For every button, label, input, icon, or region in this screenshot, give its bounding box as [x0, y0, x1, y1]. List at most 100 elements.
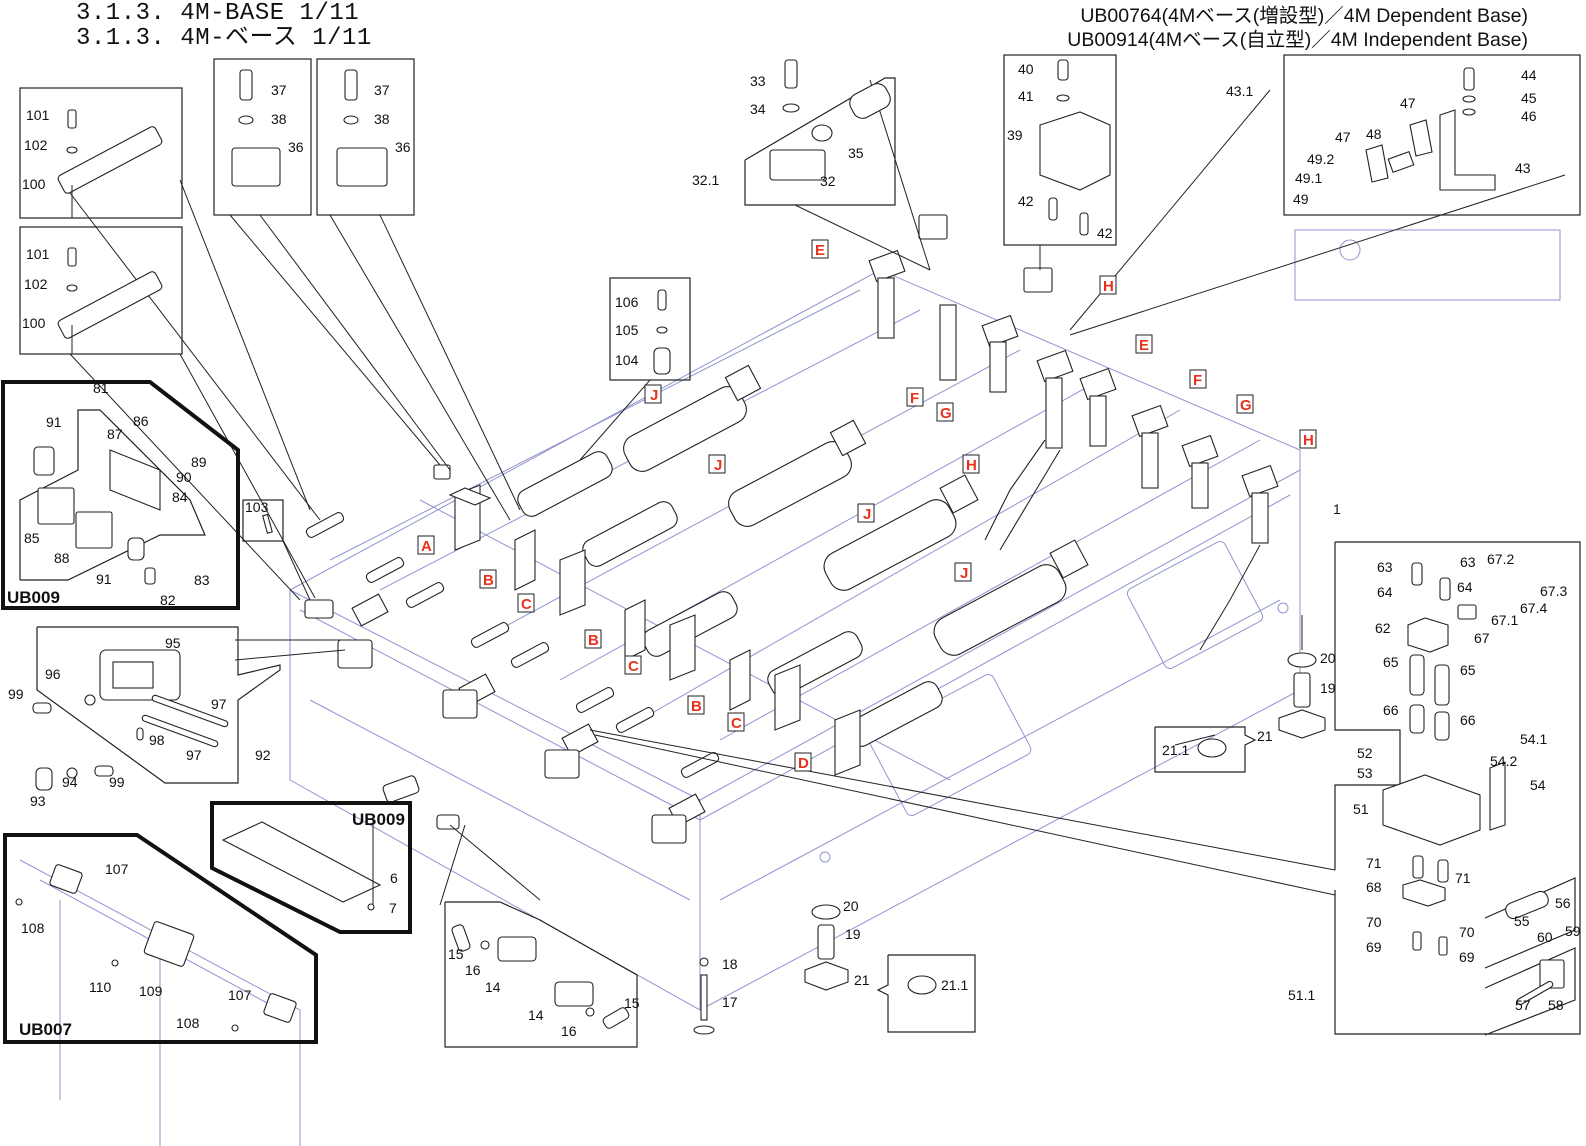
cylinder-small-2	[582, 501, 678, 567]
label-88: 88	[54, 550, 70, 566]
leader-line	[1069, 174, 1566, 336]
part-shape	[657, 289, 667, 311]
tag-letter: F	[910, 390, 919, 407]
cylinder-j-1	[623, 364, 762, 472]
stand-f2	[1131, 404, 1169, 489]
label-102: 102	[24, 276, 48, 292]
part-shape	[141, 714, 219, 748]
model-independent-base: UB00914(4Mベース(自立型)／4M Independent Base)	[1067, 29, 1528, 51]
callout-frame	[1484, 947, 1576, 1036]
part-shape	[1457, 604, 1477, 620]
part-shape	[1039, 111, 1111, 191]
base-outline-line	[1277, 602, 1289, 614]
part-shape	[939, 474, 979, 514]
tag-box	[954, 562, 972, 582]
part-shape	[981, 314, 1019, 348]
section-tag-h: H	[962, 454, 980, 474]
label-91: 91	[46, 414, 62, 430]
stand-c3	[774, 664, 801, 731]
section-tag-c: C	[624, 655, 642, 675]
part-shape	[67, 109, 77, 129]
stand-d	[834, 709, 861, 776]
part-shape	[448, 487, 492, 506]
part-shape	[1439, 577, 1451, 601]
part-shape	[436, 814, 460, 830]
callout-frame	[36, 626, 281, 784]
part-shape	[615, 707, 655, 733]
tag-letter: G	[1240, 397, 1252, 414]
tag-box	[624, 655, 642, 675]
label-81: 81	[93, 380, 109, 396]
label-20: 20	[843, 898, 859, 914]
label-47: 47	[1400, 95, 1416, 111]
callout-box-36-a: 37 38 36	[213, 58, 312, 216]
tag-letter: E	[815, 242, 825, 259]
label-41: 41	[1018, 88, 1034, 104]
callout-box-14: 15 16 14 14 16 15	[444, 901, 640, 1048]
tag-box	[708, 454, 726, 474]
part-shape	[907, 975, 937, 995]
label-94: 94	[62, 774, 78, 790]
callout-leaders	[69, 79, 1566, 906]
label-37: 37	[374, 82, 390, 98]
label-6: 6	[390, 870, 398, 886]
label-21: 21	[1257, 728, 1273, 744]
label-49: 49	[1293, 191, 1309, 207]
section-tag-j: J	[708, 454, 726, 474]
stand-h2	[1199, 464, 1279, 651]
tag-letter: D	[798, 755, 809, 772]
tag-box	[936, 402, 954, 422]
part-shape	[433, 464, 451, 480]
part-shape	[653, 347, 671, 375]
callout-frame	[1003, 54, 1117, 246]
label-67: 67	[1474, 630, 1490, 646]
leader-line	[69, 353, 301, 601]
section-tag-e: E	[811, 239, 829, 259]
cylinder-j-3	[823, 474, 979, 591]
part-shape	[1437, 859, 1449, 883]
label-43-1: 43.1	[1226, 83, 1253, 99]
part-shape	[336, 147, 388, 187]
label-109: 109	[139, 983, 163, 999]
label-82: 82	[160, 592, 176, 608]
section-tag-c: C	[727, 712, 745, 732]
part-shape	[442, 689, 478, 719]
part-shape	[262, 513, 273, 534]
part-shape	[1131, 404, 1169, 438]
callout-frame	[609, 277, 691, 381]
callout-frame	[242, 499, 284, 542]
label-14: 14	[485, 979, 501, 995]
section-tag-b: B	[687, 695, 705, 715]
stand-e1	[868, 249, 906, 339]
part-shape	[693, 1025, 715, 1035]
label-90: 90	[176, 469, 192, 485]
label-95: 95	[165, 635, 181, 651]
cylinder-small-1	[517, 451, 613, 517]
tag-letter: B	[691, 698, 702, 715]
part-shape	[1402, 879, 1446, 907]
stand-e2	[1036, 349, 1074, 449]
label-36: 36	[288, 139, 304, 155]
label-108: 108	[176, 1015, 200, 1031]
part-shape	[984, 439, 1046, 541]
base-outline-line	[299, 494, 1291, 821]
part-shape	[1411, 562, 1423, 586]
part-shape	[112, 661, 154, 689]
part-shape	[35, 767, 53, 791]
leader-line	[259, 214, 451, 471]
label-64: 64	[1457, 579, 1473, 595]
label-47: 47	[1335, 129, 1351, 145]
label-39: 39	[1007, 127, 1023, 143]
label-105: 105	[615, 322, 639, 338]
part-shape	[343, 115, 359, 125]
section-tag-f: F	[906, 387, 924, 407]
part-shape	[918, 214, 948, 240]
tag-box	[1236, 394, 1254, 414]
label-70: 70	[1459, 924, 1475, 940]
stand-f1	[939, 304, 957, 381]
part-shape	[1181, 434, 1219, 468]
option-group-border	[210, 801, 412, 934]
label-66: 66	[1460, 712, 1476, 728]
tag-box	[1299, 429, 1317, 449]
